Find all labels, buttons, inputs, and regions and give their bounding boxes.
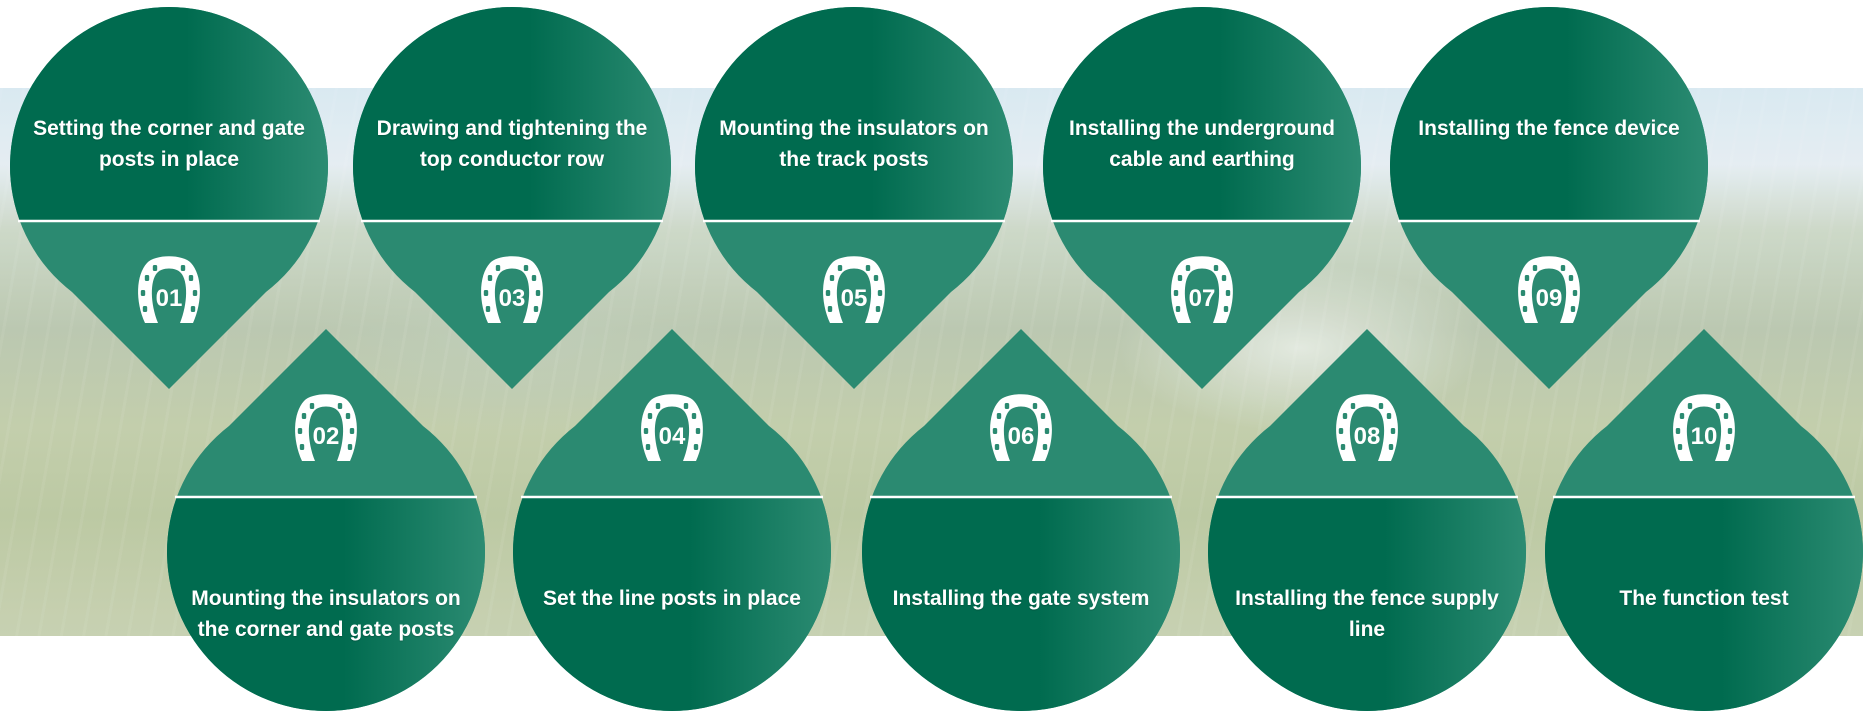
step-number: 07	[1188, 285, 1216, 312]
horseshoe-icon	[481, 256, 543, 323]
horseshoe-icon	[295, 394, 357, 461]
step-label: Installing the gate system	[892, 587, 1150, 610]
teardrop-shape	[10, 7, 329, 390]
step-04: Set the line posts in place 04	[513, 329, 832, 711]
step-label: Setting the corner and gate posts in pla…	[33, 117, 305, 171]
step-05: Mounting the insulators on the track pos…	[695, 7, 1014, 390]
step-08: Installing the fence supply line 08	[1208, 329, 1527, 711]
teardrop-shape	[353, 7, 672, 390]
horseshoe-icon	[823, 256, 885, 323]
step-number: 03	[498, 285, 526, 312]
step-number: 10	[1690, 423, 1718, 450]
horseshoe-icon	[641, 394, 703, 461]
horseshoe-icon	[1518, 256, 1580, 323]
step-label: Set the line posts in place	[543, 587, 801, 610]
step-number: 01	[155, 285, 183, 312]
step-label: Drawing and tightening the top conductor…	[376, 117, 648, 171]
teardrop-shape	[513, 329, 832, 711]
step-label: Installing the underground cable and ear…	[1069, 117, 1335, 171]
teardrop-shape	[695, 7, 1014, 390]
step-07: Installing the underground cable and ear…	[1043, 7, 1362, 390]
step-03: Drawing and tightening the top conductor…	[353, 7, 672, 390]
horseshoe-icon	[1336, 394, 1398, 461]
step-10: The function test 10	[1545, 329, 1863, 711]
step-label: The function test	[1619, 587, 1789, 610]
teardrop-shape	[862, 329, 1181, 711]
step-label: Installing the fence device	[1418, 117, 1680, 140]
teardrop-shape	[1390, 7, 1709, 390]
teardrop-shape	[167, 329, 486, 711]
teardrop-shape	[1043, 7, 1362, 390]
step-number: 04	[658, 423, 686, 450]
step-number: 08	[1353, 423, 1381, 450]
step-label: Installing the fence supply line	[1235, 587, 1499, 641]
step-number: 06	[1007, 423, 1035, 450]
teardrop-shape	[1208, 329, 1527, 711]
horseshoe-icon	[1673, 394, 1735, 461]
step-number: 02	[312, 423, 340, 450]
step-02: Mounting the insulators on the corner an…	[167, 329, 486, 711]
step-01: Setting the corner and gate posts in pla…	[10, 7, 329, 390]
step-label: Mounting the insulators on the corner an…	[191, 587, 461, 641]
step-label: Mounting the insulators on the track pos…	[719, 117, 989, 171]
horseshoe-icon	[1171, 256, 1233, 323]
step-number: 09	[1535, 285, 1563, 312]
horseshoe-icon	[990, 394, 1052, 461]
teardrop-shape	[1545, 329, 1863, 711]
step-06: Installing the gate system 06	[862, 329, 1181, 711]
horseshoe-icon	[138, 256, 200, 323]
step-09: Installing the fence device 09	[1390, 7, 1709, 390]
step-number: 05	[840, 285, 868, 312]
